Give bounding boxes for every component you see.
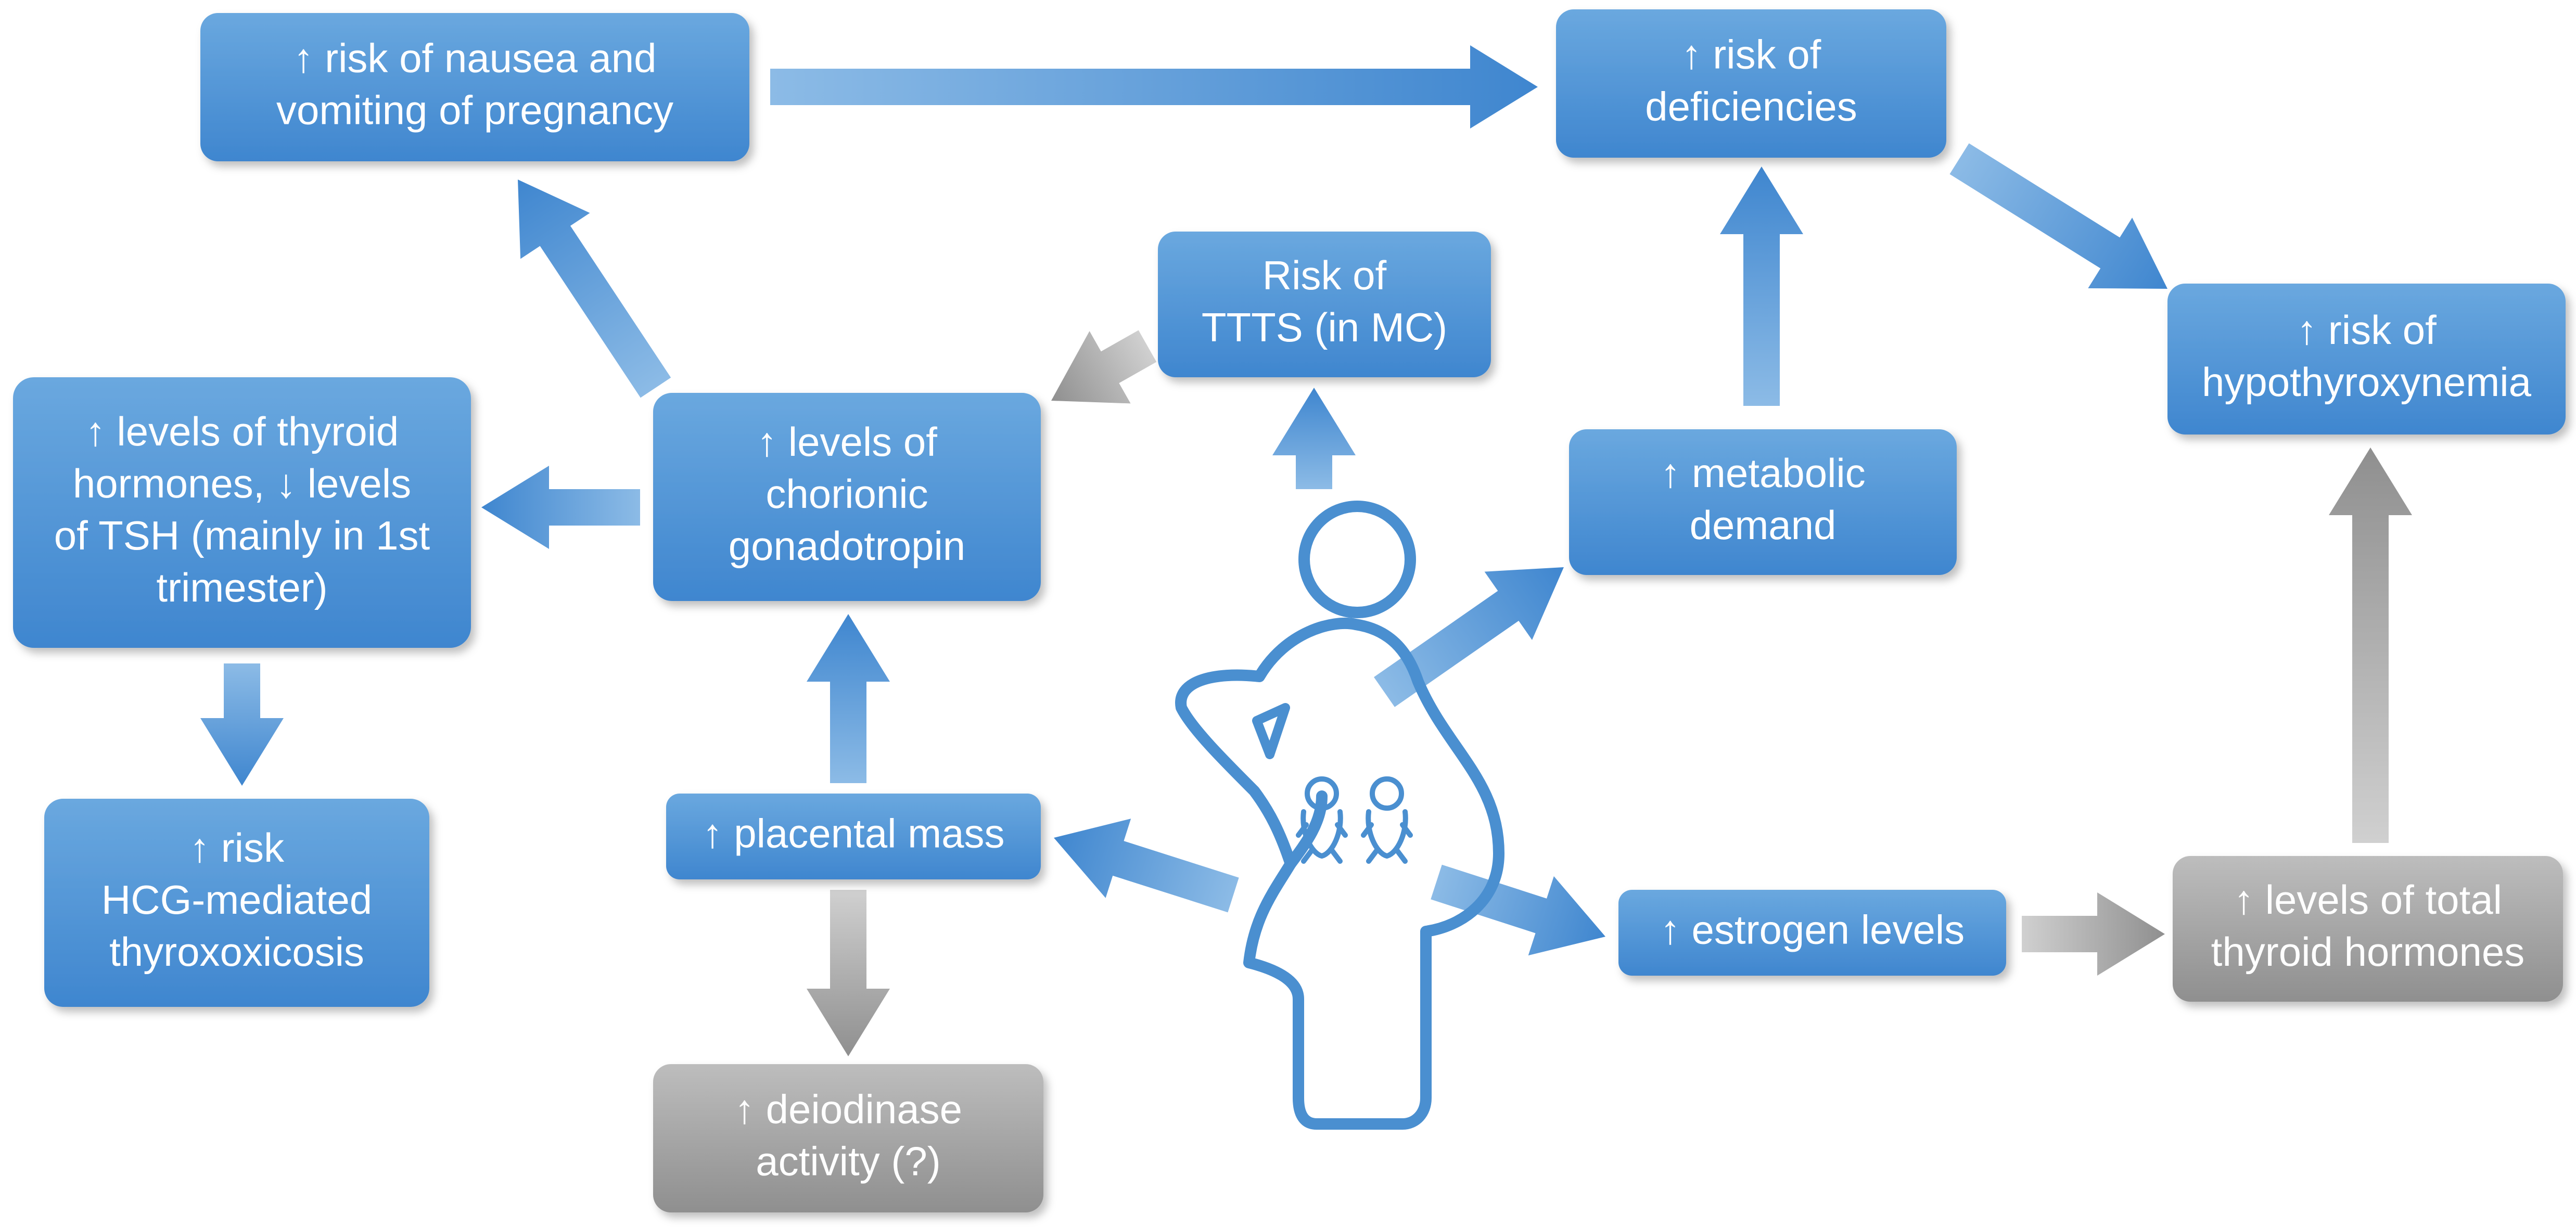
node-thyroid-hormones-tsh: ↑ levels of thyroid hormones, ↓ levels of … (13, 377, 471, 648)
arrow-placental-to-hcg (807, 614, 890, 783)
arrow-placental-to-deiodinase (807, 890, 890, 1056)
node-text-line: gonadotropin (729, 523, 965, 569)
node-metabolic-demand: ↑ metabolic demand (1569, 429, 1957, 575)
node-deficiencies: ↑ risk of deficiencies (1556, 9, 1946, 158)
node-text-line: ↑ risk (189, 825, 285, 871)
arrow-deficiencies-to-hypothyroxynemia (1949, 143, 2167, 289)
node-text-line: ↑ levels of (757, 419, 937, 465)
node-text-line: ↑ risk of (1681, 31, 1821, 77)
node-chorionic-gonadotropin-label: ↑ levels of chorionic gonadotropin (729, 419, 965, 569)
node-text-line: thyroxoxicosis (109, 929, 364, 975)
arrow-hcg-to-nausea (517, 179, 671, 398)
node-text-line: ↑ deiodinase (734, 1086, 962, 1132)
pregnant-woman-with-twins-icon (1175, 501, 1504, 1130)
node-text-line: ↑ placental mass (703, 810, 1005, 856)
arrow-woman-to-estrogen (1431, 864, 1606, 956)
node-text-line: hypothyroxynemia (2202, 359, 2532, 405)
arrows (200, 45, 2412, 1056)
node-nausea-vomiting: ↑ risk of nausea and vomiting of pregnanc… (200, 13, 749, 161)
node-text-line: ↑ levels of total (2234, 877, 2502, 923)
node-total-thyroid-hormones: ↑ levels of total thyroid hormones (2173, 856, 2563, 1002)
node-text-line: ↑ levels of thyroid (85, 408, 399, 454)
node-nausea-vomiting-label: ↑ risk of nausea and vomiting of pregnanc… (276, 35, 673, 133)
node-deiodinase-activity: ↑ deiodinase activity (?) (653, 1064, 1043, 1212)
node-text-line: demand (1690, 502, 1837, 548)
node-text-line: ↑ risk of nausea and (293, 35, 656, 81)
node-hypothyroxynemia-label: ↑ risk of hypothyroxynemia (2202, 307, 2532, 405)
node-total-thyroid-hormones-label: ↑ levels of total thyroid hormones (2211, 877, 2525, 975)
arrow-metabolic-to-deficiencies (1720, 167, 1803, 406)
arrow-nausea-to-deficiencies (770, 45, 1538, 129)
node-estrogen-levels: ↑ estrogen levels (1618, 890, 2006, 976)
arrow-woman-to-placental (1053, 819, 1239, 913)
arrow-woman-to-ttts (1272, 388, 1356, 489)
node-ttts-label: Risk of TTTS (in MC) (1202, 252, 1447, 350)
node-placental-mass-label: ↑ placental mass (703, 810, 1005, 856)
node-thyroid-hormones-tsh-label: ↑ levels of thyroid hormones, ↓ levels of … (54, 408, 430, 610)
node-text-line: Risk of (1263, 252, 1387, 298)
node-text-line: trimester) (156, 565, 327, 610)
node-text-line: hormones, ↓ levels (73, 461, 411, 506)
arrow-ttts-to-hcg (1051, 330, 1157, 404)
node-text-line: of TSH (mainly in 1st (54, 513, 430, 558)
node-placental-mass: ↑ placental mass (666, 794, 1041, 879)
node-text-line: HCG-mediated (101, 877, 372, 923)
node-text-line: activity (?) (756, 1138, 940, 1184)
node-deficiencies-label: ↑ risk of deficiencies (1645, 31, 1857, 129)
node-ttts: Risk of TTTS (in MC) (1158, 232, 1491, 377)
arrow-thyroid-to-thyroxicosis (200, 663, 284, 786)
arrow-total-thyroid-to-hypothyroxynemia (2329, 448, 2412, 843)
arrow-hcg-to-thyroid (481, 466, 640, 549)
node-deiodinase-activity-label: ↑ deiodinase activity (?) (734, 1086, 962, 1184)
node-metabolic-demand-label: ↑ metabolic demand (1660, 450, 1866, 548)
node-estrogen-levels-label: ↑ estrogen levels (1660, 906, 1965, 952)
node-text-line: chorionic (766, 471, 928, 517)
node-text-line: ↑ metabolic (1660, 450, 1866, 496)
node-hypothyroxynemia: ↑ risk of hypothyroxynemia (2167, 284, 2566, 434)
node-text-line: ↑ estrogen levels (1660, 906, 1965, 952)
arrow-estrogen-to-total-thyroid (2022, 892, 2165, 976)
node-text-line: thyroid hormones (2211, 929, 2525, 975)
arrow-woman-to-metabolic (1374, 567, 1564, 707)
node-text-line: ↑ risk of (2297, 307, 2437, 353)
node-text-line: deficiencies (1645, 83, 1857, 129)
node-text-line: vomiting of pregnancy (276, 87, 673, 133)
node-text-line: TTTS (in MC) (1202, 304, 1447, 350)
node-chorionic-gonadotropin: ↑ levels of chorionic gonadotropin (653, 393, 1041, 601)
